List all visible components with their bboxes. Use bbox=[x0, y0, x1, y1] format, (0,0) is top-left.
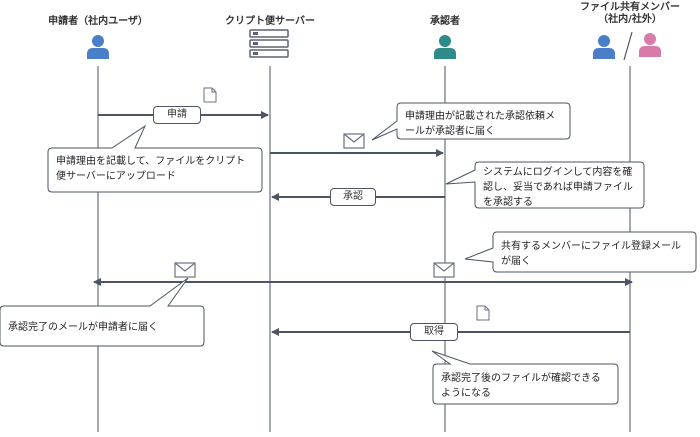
document-icon bbox=[203, 87, 217, 103]
note-applicant-done: 承認完了のメールが申請者に届く bbox=[8, 322, 158, 333]
mail-icon bbox=[174, 262, 196, 278]
message-label-retrieve: 取得 bbox=[410, 323, 458, 341]
callout-member-mail bbox=[464, 231, 697, 273]
message-label-apply: 申請 bbox=[153, 106, 201, 124]
note-applicant-upload: 申請理由を記載して、ファイルをクリプト便サーバーにアップロード bbox=[56, 156, 246, 182]
server-icon bbox=[249, 29, 289, 58]
mail-icon bbox=[433, 262, 455, 278]
actor-label-applicant: 申請者（社内ユーザ） bbox=[48, 16, 148, 27]
person-icon bbox=[434, 35, 456, 59]
person-icon bbox=[639, 33, 661, 57]
actor-label-approver: 承認者 bbox=[430, 16, 460, 27]
callout-approval-request bbox=[371, 102, 571, 141]
callout-applicant-upload bbox=[47, 124, 263, 193]
actor-label-members: ファイル共有メンバー （社内/社外） bbox=[580, 2, 680, 25]
person-icon bbox=[593, 35, 615, 59]
person-icon bbox=[87, 35, 109, 59]
slash-separator bbox=[623, 31, 633, 61]
note-approval-request: 申請理由が記載された承認依頼メールが承認者に届く bbox=[405, 111, 555, 137]
note-member-confirm: 承認完了後のファイルが確認できるようになる bbox=[441, 373, 601, 399]
actor-label-server: クリプト便サーバー bbox=[225, 16, 315, 27]
callout-applicant-done bbox=[0, 277, 205, 347]
note-approver-login: システムにログインして内容を確認し、妥当であれば申請ファイルを承認する bbox=[483, 167, 633, 208]
note-member-mail: 共有するメンバーにファイル登録メールが届く bbox=[501, 241, 681, 267]
document-icon bbox=[476, 305, 490, 321]
mail-icon bbox=[343, 133, 365, 149]
callout-approver-login bbox=[445, 161, 645, 209]
callout-member-confirm bbox=[431, 350, 619, 405]
message-label-approve: 承認 bbox=[330, 188, 376, 206]
